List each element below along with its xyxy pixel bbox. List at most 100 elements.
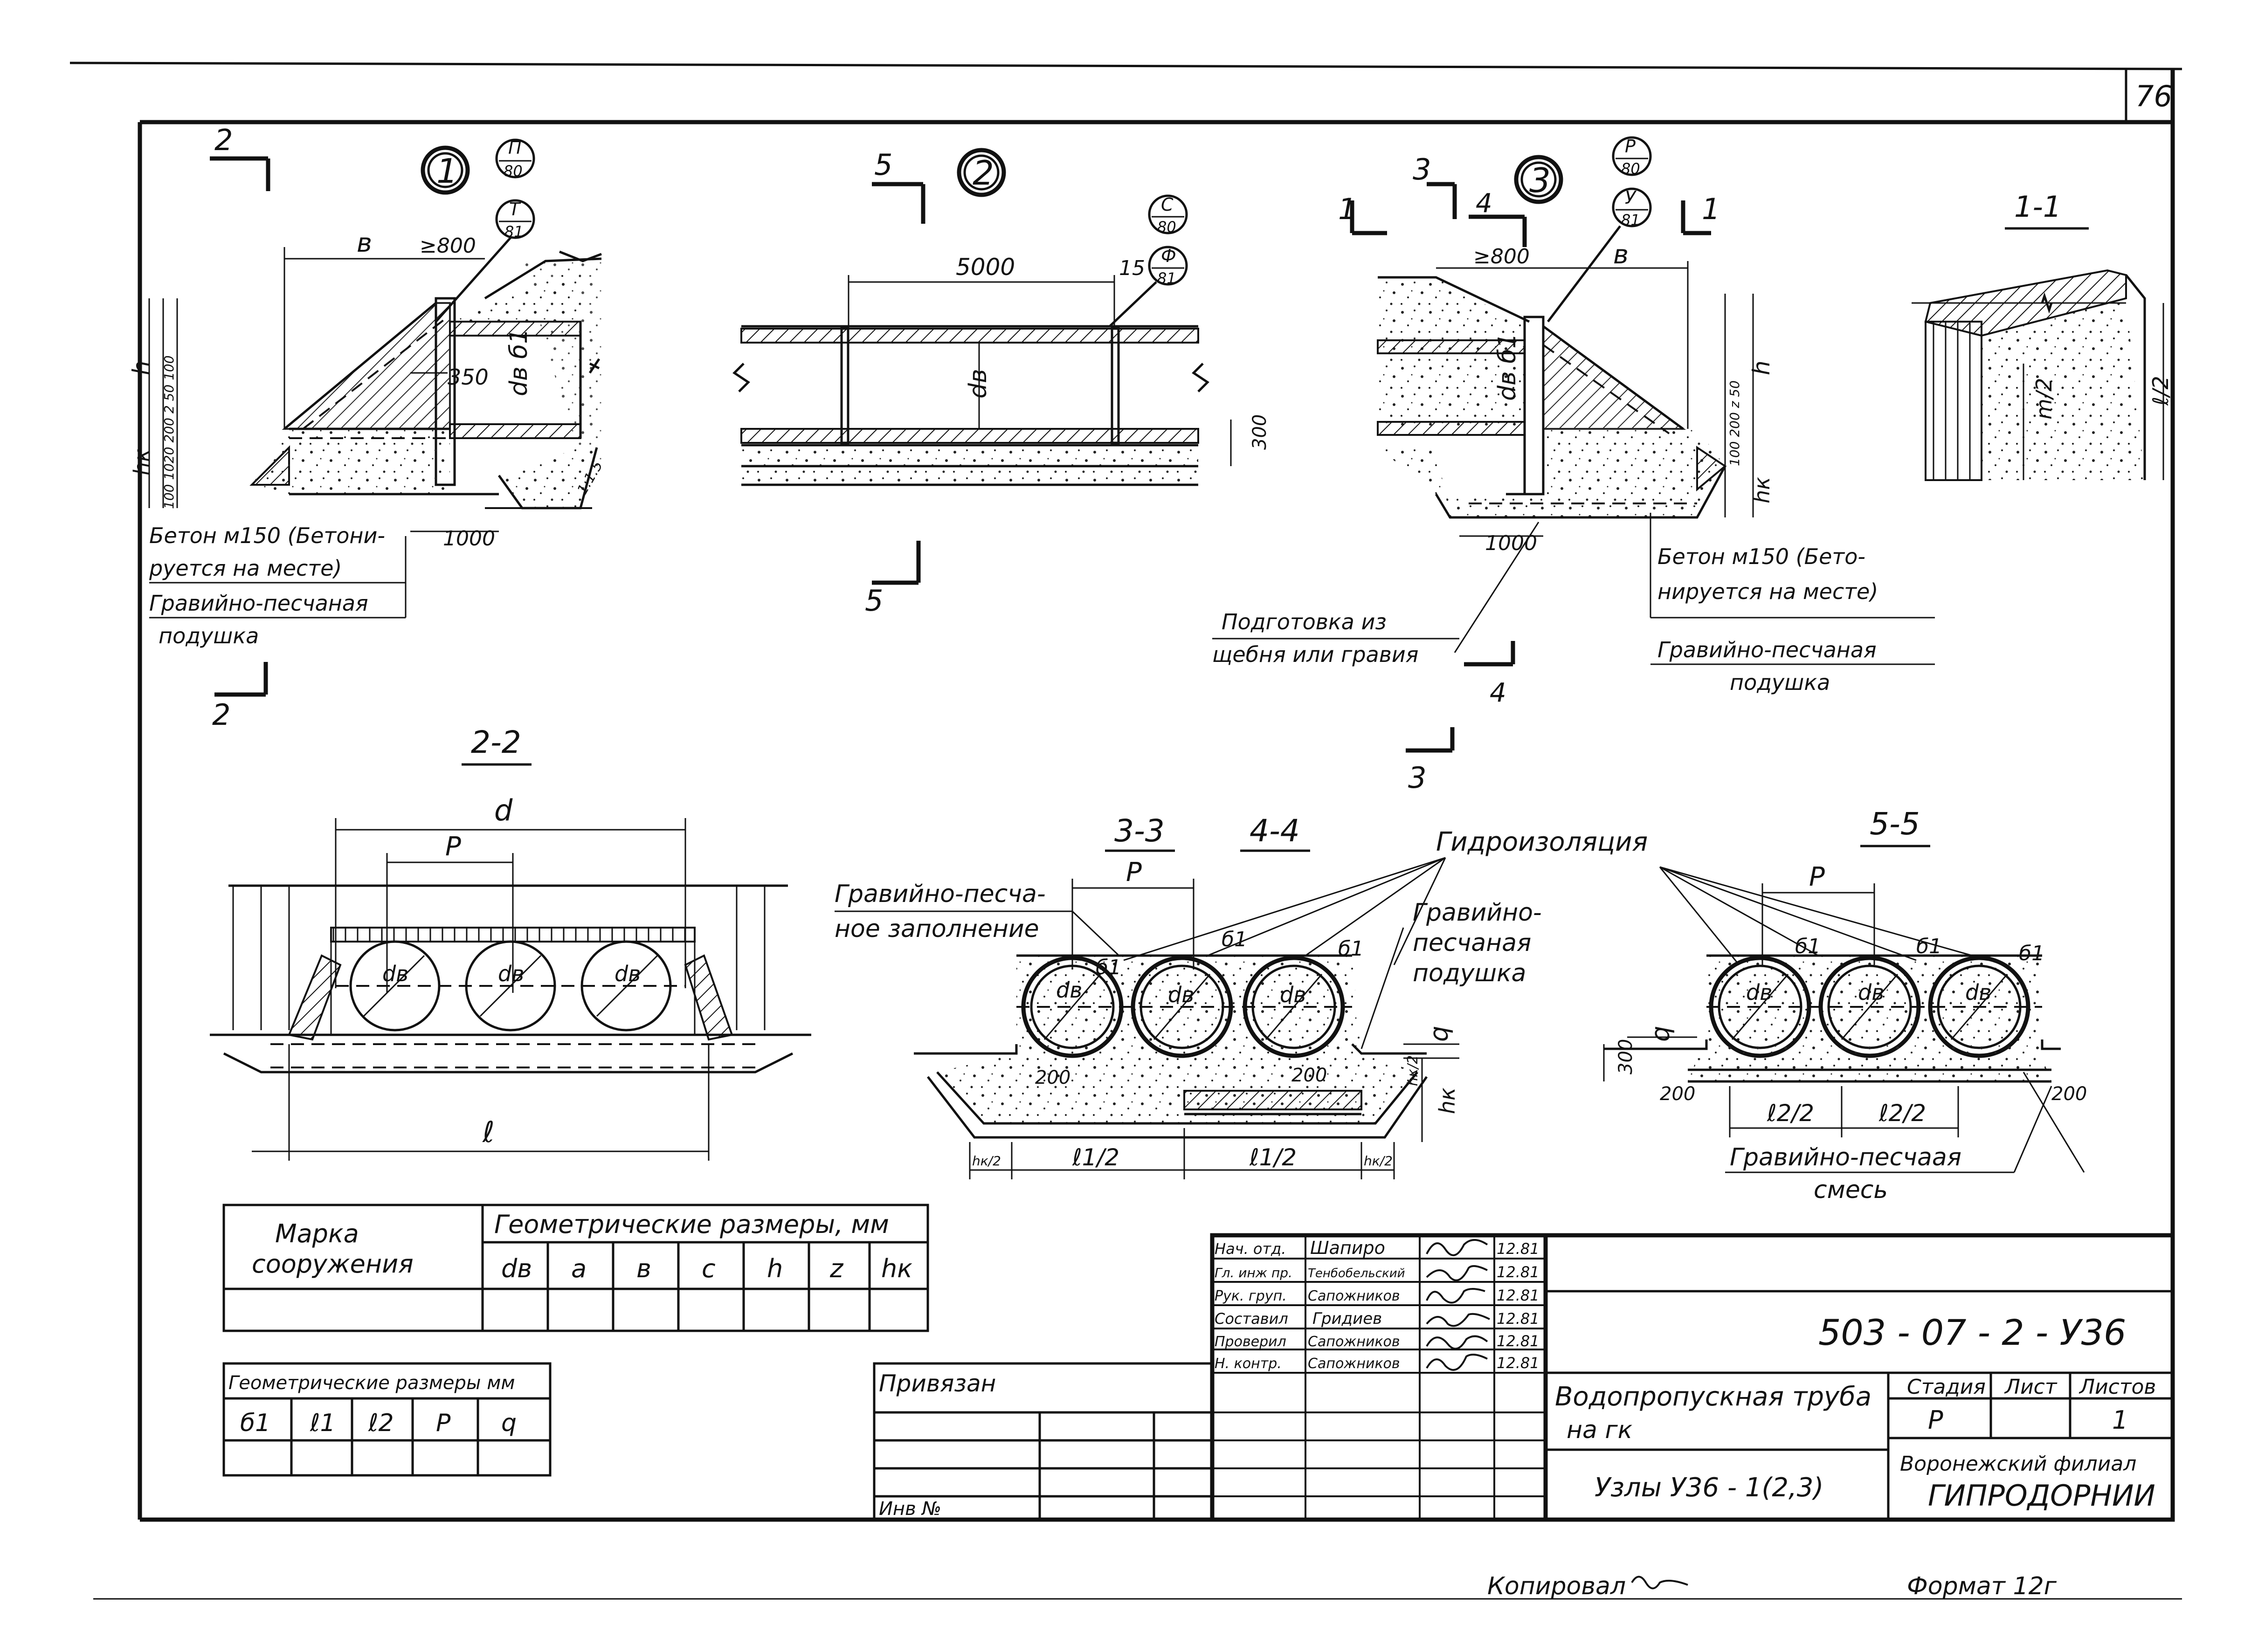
format-label: Формат 12г (1907, 1572, 2057, 1600)
table-small-subheaders-3: P (436, 1409, 451, 1437)
dims-d350: 350 (448, 365, 489, 390)
sections-cut4: 4 (1490, 678, 1506, 708)
table-main-mark-1: Марка (275, 1219, 359, 1248)
cushion-mid-1: Гравийно- (1413, 899, 1542, 927)
dims-db: dв (615, 961, 641, 986)
node-1-number: 1 (436, 151, 458, 191)
section-2-2: 2-2 d P dв dв dв (210, 724, 811, 1161)
callouts-ref-u: У (1625, 187, 1637, 208)
section-1-1-label: 1-1 (2014, 190, 2061, 224)
dims-db: dв (1280, 982, 1306, 1007)
dims-d200: 200 (2051, 1083, 2087, 1105)
dims-b1: б1 (1916, 935, 1942, 958)
note-cushion-right-2: подушка (1730, 670, 1830, 695)
dims-q: q (1424, 1026, 1454, 1042)
dims-db: dв (1056, 977, 1082, 1003)
section-1-1: 1-1 m/2 ℓ/2 (1912, 190, 2173, 481)
title-block-names-1: Тенбобельский (1308, 1267, 1405, 1280)
table-main-geom: Геометрические размеры, мм (494, 1210, 889, 1239)
table-small-subheaders-4: q (501, 1409, 517, 1437)
section-3-3-4-4: 3-3 4-4 Гидроизоляция Гравийно-песча- но… (835, 813, 1648, 1179)
dims-hk: hк (129, 449, 154, 475)
sections-cut1: 1 (1702, 192, 1720, 226)
title-block-dates-5: 12.81 (1497, 1354, 1540, 1372)
dims-hk-2: hк/2 (1364, 1153, 1393, 1169)
title-block-roles-3: Составил (1215, 1310, 1288, 1328)
callouts-sheet80: 80 (504, 162, 523, 180)
dims-l2-2: ℓ2/2 (1767, 1100, 1814, 1127)
title-block: Привязан Инв № Нач. (873, 1233, 2175, 1522)
dims-db: dв (1168, 982, 1194, 1007)
callouts-ref-r: Р (1625, 136, 1636, 157)
dims-d: d (494, 793, 513, 827)
waterproof-label: Гидроизоляция (1436, 827, 1648, 857)
title-block-dates-3: 12.81 (1497, 1310, 1540, 1328)
dims-db: dв (498, 961, 524, 986)
dims-l1-2: ℓ1/2 (1072, 1144, 1119, 1171)
table-main-mark-2: сооружения (252, 1249, 414, 1279)
title-block-names-2: Сапожников (1308, 1288, 1400, 1304)
dims-b1: б1 (1096, 956, 1121, 979)
note-prep-2: щебня или гравия (1212, 642, 1418, 667)
dims-h: h (1748, 360, 1775, 375)
dims-l2-2: ℓ2/2 (1878, 1100, 1926, 1127)
title-block-roles-4: Проверил (1215, 1334, 1286, 1350)
note-prep-1: Подготовка из (1222, 609, 1387, 634)
dims-m2: m/2 (2031, 378, 2057, 420)
copier-signature (1631, 1576, 1688, 1590)
dims-l: ℓ (482, 1115, 495, 1149)
dims-b1: б1 (1222, 928, 1247, 951)
table-small-subheaders-0: б1 (240, 1409, 270, 1437)
note-cushion-right-1: Гравийно-песчаная (1657, 637, 1877, 662)
title-block-dates-1: 12.81 (1497, 1263, 1540, 1281)
dims-d300: 300 (1615, 1039, 1637, 1074)
node-2-number: 2 (973, 153, 994, 193)
table-main-subheaders-3: с (702, 1254, 716, 1283)
sections-cut5: 5 (874, 148, 892, 182)
title-block-dates-0: 12.81 (1497, 1240, 1540, 1258)
callouts-sheet80: 80 (1621, 160, 1640, 178)
table-geometric-small: Геометрические размеры мм б1 ℓ1 ℓ2 P q (222, 1362, 552, 1477)
fill-note-1: Гравийно-песча- (835, 880, 1046, 908)
title-block-roles-0: Нач. отд. (1215, 1240, 1286, 1258)
dims-d1000: 1000 (443, 527, 495, 551)
dims-d200: 200 (1291, 1065, 1327, 1086)
callouts-ref-s: С (1161, 194, 1174, 215)
drawing-code: 503 - 07 - 2 - У36 (1818, 1312, 2126, 1353)
dims-b1: б1 (1795, 935, 1821, 958)
cushion-mid-2: песчаная (1413, 929, 1531, 957)
dims-P: P (1809, 862, 1825, 892)
dims-P: P (445, 832, 461, 862)
table-main-subheaders-1: a (571, 1254, 587, 1283)
dims-hk: hк (1749, 477, 1775, 503)
table-main-subheaders-4: h (767, 1254, 783, 1283)
node-1-drawing: 1 П 80 Т 81 2 2 (128, 123, 606, 732)
dims-db: dв (382, 961, 408, 986)
title-block-sheets-value: 1 (2112, 1405, 2128, 1435)
callouts-sheet81: 81 (504, 223, 524, 241)
dims-ge800: ≥800 (1473, 245, 1530, 268)
dims-b: в (357, 228, 372, 258)
table-main-subheaders-5: z (829, 1254, 844, 1283)
table-small-subheaders-1: ℓ1 (310, 1409, 336, 1437)
drawing-title-1: Водопропускная труба (1555, 1382, 1871, 1412)
dims-b: в (1613, 240, 1629, 270)
table-main-subheaders-6: hк (881, 1254, 912, 1283)
copied-label: Копировал (1487, 1572, 1626, 1600)
dims-hk: hк (1435, 1088, 1460, 1114)
dims-hk-2: hк/2 (972, 1153, 1001, 1169)
dims-d300: 300 (1249, 414, 1271, 450)
org-name-2: ГИПРОДОРНИИ (1928, 1479, 2155, 1513)
dims-db: dв (1858, 980, 1884, 1005)
dims-l-2: ℓ/2 (2148, 376, 2173, 406)
node-2-drawing: 2 5 5 С 80 Ф 81 5000 15 dв (732, 148, 1271, 618)
sections-cut3: 3 (1413, 152, 1431, 186)
title-block-names-5: Сапожников (1308, 1356, 1400, 1372)
section-5-5-label: 5-5 (1870, 806, 1920, 842)
sections-cut2: 2 (212, 698, 230, 732)
dims-db: dв (1965, 980, 1991, 1005)
section-5-5: 5-5 P dв dв dв б1 б1 б1 (1603, 806, 2087, 1204)
drawing-subtitle: Узлы У36 - 1(2,3) (1595, 1473, 1823, 1503)
title-block-dates-4: 12.81 (1497, 1332, 1540, 1350)
